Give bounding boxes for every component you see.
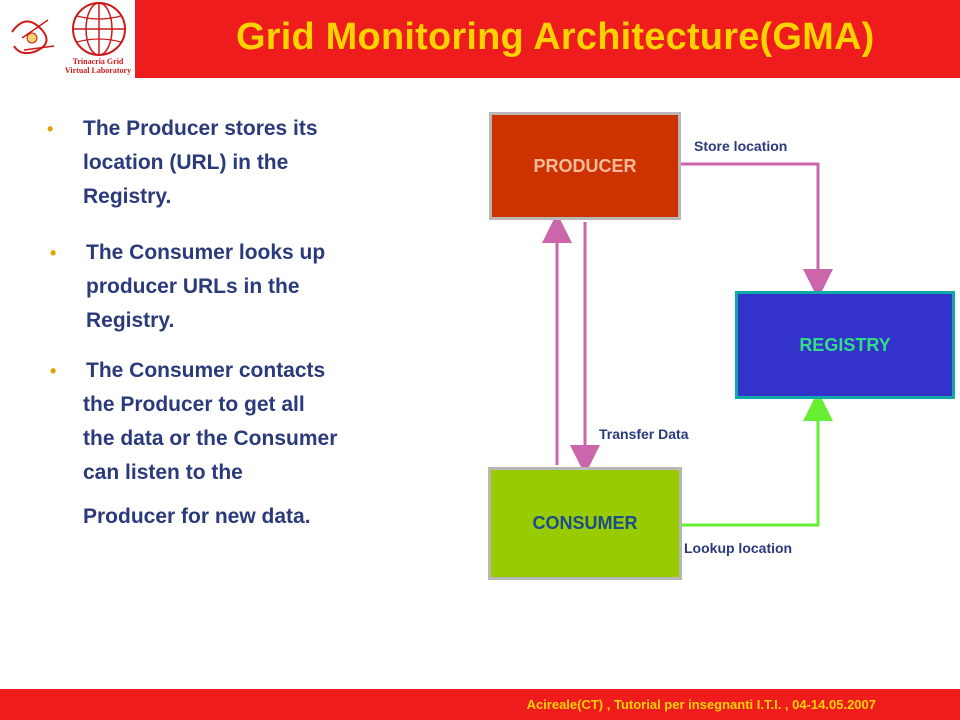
lookup-location-arrow	[682, 391, 833, 527]
lookup-location-label: Lookup location	[684, 540, 793, 556]
bullet-dot-icon: •	[50, 243, 57, 263]
producer-node: PRODUCER	[489, 112, 681, 220]
globe-icon	[11, 2, 126, 56]
footer-bar: Acireale(CT) , Tutorial per insegnanti I…	[0, 689, 960, 720]
bullet-line: The Consumer contacts	[86, 359, 326, 382]
bullet-line: location (URL) in the	[83, 151, 289, 174]
bullet-item: • The Consumer looks up producer URLs in…	[50, 236, 326, 338]
logo: Trinacria Grid Virtual Laboratory	[0, 0, 135, 78]
logo-text-line2: Virtual Laboratory	[64, 66, 132, 75]
bullet-line: Registry.	[83, 185, 172, 208]
bullet-item: • The Producer stores its location (URL)…	[47, 112, 318, 214]
bullet-line: Producer for new data.	[83, 505, 311, 528]
header-bar: Trinacria Grid Virtual Laboratory Grid M…	[0, 0, 960, 78]
bullet-line: can listen to the	[83, 461, 243, 484]
bullet-line: The Consumer looks up	[86, 241, 326, 264]
page-title: Grid Monitoring Architecture(GMA)	[236, 16, 875, 58]
bullet-line: the data or the Consumer	[83, 427, 338, 450]
bullet-line: the Producer to get all	[83, 393, 305, 416]
store-location-label: Store location	[694, 138, 788, 154]
bullet-dot-icon: •	[50, 361, 57, 381]
registry-node: REGISTRY	[735, 291, 955, 399]
bullet-item: • The Consumer contacts the Producer to …	[50, 354, 338, 534]
bullet-dot-icon: •	[47, 119, 54, 139]
logo-text-line1: Trinacria Grid	[72, 57, 124, 66]
consumer-node: CONSUMER	[488, 467, 682, 580]
bullet-line: The Producer stores its	[83, 117, 318, 140]
bullet-line: Registry.	[86, 309, 175, 332]
bullet-line: producer URLs in the	[86, 275, 300, 298]
transfer-data-label: Transfer Data	[599, 426, 689, 442]
footer-text: Acireale(CT) , Tutorial per insegnanti I…	[526, 697, 876, 712]
store-location-arrow	[681, 162, 833, 299]
